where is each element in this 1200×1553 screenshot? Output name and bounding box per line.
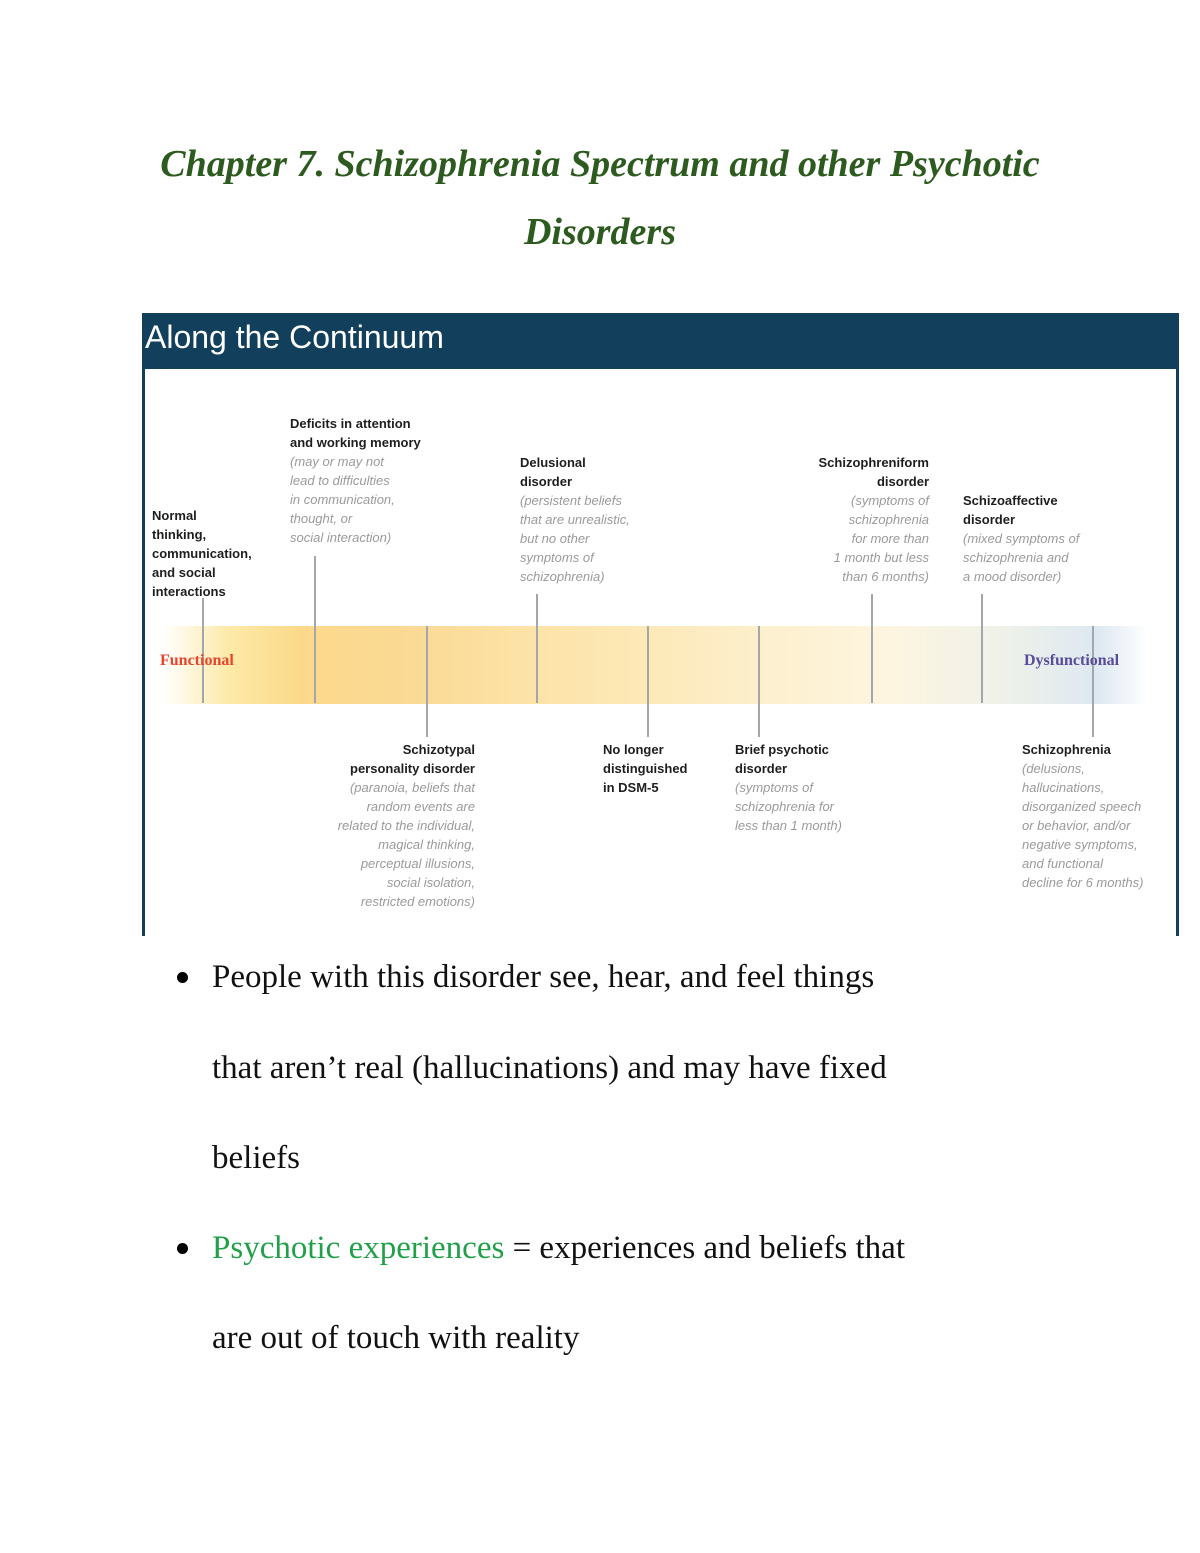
label-title-line: Brief psychotic bbox=[735, 742, 829, 757]
label-desc-line: perceptual illusions, bbox=[360, 856, 475, 871]
bullet-marker bbox=[177, 1243, 188, 1254]
label-title-line: Delusional bbox=[520, 455, 586, 470]
label-title-line: communication, bbox=[152, 546, 252, 561]
bullet-1-line-2: that aren’t real (hallucinations) and ma… bbox=[212, 1050, 887, 1086]
label-desc-line: for more than bbox=[851, 531, 929, 546]
tick-schizotypal bbox=[426, 626, 428, 737]
figure-header-bar: Along the Continuum bbox=[142, 313, 1179, 369]
figure-border-right bbox=[1176, 369, 1179, 936]
label-title-line: Schizophreniform bbox=[818, 455, 929, 470]
label-desc-line: or behavior, and/or bbox=[1022, 818, 1131, 833]
figure-title: Along the Continuum bbox=[145, 319, 444, 355]
bullet-1-line-1: People with this disorder see, hear, and… bbox=[212, 959, 875, 995]
continuum-gradient-bar bbox=[162, 626, 1147, 704]
label-desc-line: related to the individual, bbox=[337, 818, 475, 833]
label-title-line: thinking, bbox=[152, 527, 207, 542]
bullet-1-line-3: beliefs bbox=[212, 1140, 300, 1176]
functional-label: Functional bbox=[160, 652, 234, 669]
label-desc-line: than 6 months) bbox=[842, 569, 929, 584]
label-desc-line: schizophrenia bbox=[848, 512, 929, 527]
label-no-longer-distinguished: No longer distinguished in DSM-5 bbox=[603, 740, 688, 797]
tick-deficits bbox=[314, 556, 316, 703]
label-desc-line: that are unrealistic, bbox=[520, 512, 630, 527]
label-desc-line: restricted emotions) bbox=[360, 894, 475, 909]
label-title-line: Normal bbox=[152, 508, 197, 523]
tick-delusional bbox=[536, 594, 538, 703]
label-desc-line: thought, or bbox=[290, 511, 353, 526]
label-title-line: Schizotypal bbox=[402, 742, 475, 757]
label-title-line: interactions bbox=[152, 584, 226, 599]
document-title-line-1: Chapter 7. Schizophrenia Spectrum and ot… bbox=[160, 143, 1040, 185]
label-title-line: Deficits in attention bbox=[290, 416, 411, 431]
label-title-line: Schizophrenia bbox=[1022, 742, 1111, 757]
label-desc-line: (symptoms of bbox=[850, 493, 929, 508]
label-title-line: disorder bbox=[876, 474, 929, 489]
label-title-line: disorder bbox=[963, 512, 1016, 527]
label-schizotypal: Schizotypal personality disorder (parano… bbox=[292, 740, 475, 911]
label-desc-line: social isolation, bbox=[386, 875, 475, 890]
label-desc-line: schizophrenia and bbox=[963, 550, 1069, 565]
tick-no-longer bbox=[647, 626, 649, 737]
label-desc-line: and functional bbox=[1022, 856, 1103, 871]
dysfunctional-label: Dysfunctional bbox=[1024, 652, 1120, 669]
tick-brief-psychotic bbox=[758, 626, 760, 737]
label-brief-psychotic: Brief psychotic disorder (symptoms of sc… bbox=[735, 740, 842, 835]
document-title-line-2: Disorders bbox=[523, 211, 677, 253]
label-desc-line: (may or may not bbox=[290, 454, 384, 469]
bullet-2-line-1: Psychotic experiences = experiences and … bbox=[212, 1228, 905, 1268]
label-title-line: No longer bbox=[603, 742, 664, 757]
label-desc-line: but no other bbox=[520, 531, 590, 546]
label-desc-line: (paranoia, beliefs that bbox=[349, 780, 475, 795]
label-desc-line: in communication, bbox=[290, 492, 395, 507]
label-desc-line: 1 month but less bbox=[833, 550, 929, 565]
label-title-line: Schizoaffective bbox=[963, 493, 1058, 508]
label-desc-line: a mood disorder) bbox=[963, 569, 1062, 584]
label-schizoaffective: Schizoaffective disorder (mixed symptoms… bbox=[963, 491, 1079, 586]
label-title-line: disorder bbox=[735, 761, 788, 776]
tick-schizophrenia bbox=[1092, 626, 1094, 737]
bullet-2-line-2: are out of touch with reality bbox=[212, 1320, 580, 1356]
label-desc-line: schizophrenia) bbox=[520, 569, 605, 584]
label-desc-line: disorganized speech bbox=[1022, 799, 1142, 814]
label-desc-line: (symptoms of bbox=[735, 780, 814, 795]
bullet-2-definition: = experiences and beliefs that bbox=[504, 1230, 906, 1266]
key-term-psychotic-experiences: Psychotic experiences bbox=[212, 1230, 505, 1266]
label-schizophrenia: Schizophrenia (delusions, hallucinations… bbox=[1022, 740, 1143, 892]
label-desc-line: social interaction) bbox=[290, 530, 392, 545]
continuum-figure: Along the Continuum Functional Dysfuncti… bbox=[142, 313, 1179, 936]
label-desc-line: schizophrenia for bbox=[735, 799, 834, 814]
label-title-line: and social bbox=[152, 565, 216, 580]
label-desc-line: symptoms of bbox=[520, 550, 594, 565]
illegible-caption bbox=[143, 282, 843, 292]
label-normal-thinking: Normal thinking, communication, and soci… bbox=[152, 506, 252, 601]
label-delusional-disorder: Delusional disorder (persistent beliefs … bbox=[520, 453, 630, 586]
label-title-line: and working memory bbox=[290, 435, 421, 450]
label-title-line: personality disorder bbox=[350, 761, 475, 776]
label-desc-line: decline for 6 months) bbox=[1022, 875, 1144, 890]
bullet-marker bbox=[177, 972, 188, 983]
label-title-line: distinguished bbox=[603, 761, 688, 776]
tick-schizophreniform bbox=[871, 594, 873, 703]
label-desc-line: hallucinations, bbox=[1022, 780, 1105, 795]
label-desc-line: less than 1 month) bbox=[735, 818, 842, 833]
figure-border-left bbox=[142, 369, 145, 936]
label-desc-line: lead to difficulties bbox=[290, 473, 390, 488]
label-desc-line: (delusions, bbox=[1022, 761, 1085, 776]
label-desc-line: (persistent beliefs bbox=[520, 493, 622, 508]
label-desc-line: random events are bbox=[366, 799, 475, 814]
label-desc-line: (mixed symptoms of bbox=[963, 531, 1080, 546]
label-deficits-attention: Deficits in attention and working memory… bbox=[290, 414, 421, 547]
label-schizophreniform: Schizophreniform disorder (symptoms of s… bbox=[782, 453, 929, 586]
label-desc-line: negative symptoms, bbox=[1022, 837, 1138, 852]
label-desc-line: magical thinking, bbox=[378, 837, 475, 852]
label-title-line: disorder bbox=[520, 474, 573, 489]
tick-normal-thinking bbox=[202, 598, 204, 703]
tick-schizoaffective bbox=[981, 594, 983, 703]
label-title-line: in DSM-5 bbox=[603, 780, 659, 795]
